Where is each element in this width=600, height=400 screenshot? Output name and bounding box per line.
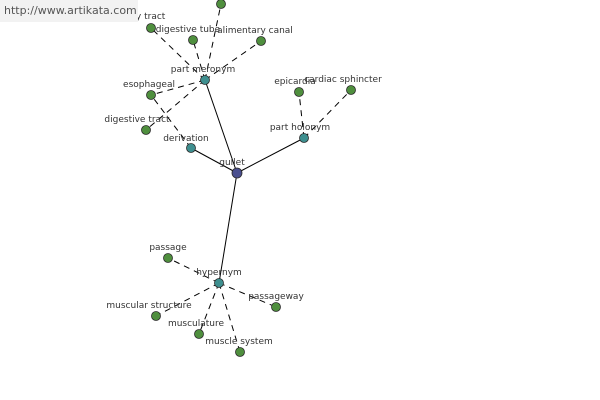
node-muscular-structure[interactable]: muscular structure xyxy=(106,301,192,321)
node-dot-musculature[interactable] xyxy=(194,329,204,339)
node-label-muscular-structure: muscular structure xyxy=(106,301,192,311)
node-passage[interactable]: passage xyxy=(149,243,187,263)
node-passageway[interactable]: passageway xyxy=(248,292,304,312)
edge-hypernym-to-passage xyxy=(167,257,220,284)
edge-gullet-to-part-holonym xyxy=(236,137,305,174)
node-label-passageway: passageway xyxy=(248,292,304,302)
edge-gullet-to-derivation xyxy=(190,147,238,174)
node-dot-esophageal[interactable] xyxy=(146,90,156,100)
site-watermark[interactable]: http://www.artikata.com xyxy=(0,0,138,22)
node-label-muscle-system: muscle system xyxy=(205,337,273,347)
node-dot-epicardia[interactable] xyxy=(294,87,304,97)
node-label-digestive-tube: digestive tube xyxy=(156,25,221,35)
node-derivation[interactable]: derivation xyxy=(163,134,209,153)
node-part-holonym[interactable]: part holonym xyxy=(270,123,330,143)
graph-nodes: gullet part meronym derivation part holonym… xyxy=(104,0,382,357)
node-dot-digestive-tract[interactable] xyxy=(141,125,151,135)
node-part-meronym[interactable]: part meronym xyxy=(171,65,235,85)
node-digestive-tube[interactable]: digestive tube xyxy=(156,25,221,45)
node-cardiac-sphincter[interactable]: cardiac sphincter xyxy=(304,75,382,95)
node-label-epicardia: epicardia xyxy=(274,77,315,87)
node-dot-muscle-system[interactable] xyxy=(235,347,245,357)
node-top-node[interactable] xyxy=(216,0,226,9)
edge-part-holonym-to-epicardia xyxy=(298,91,305,139)
edge-part-meronym-to-top-node xyxy=(204,3,222,81)
node-muscle-system[interactable]: muscle system xyxy=(205,337,273,357)
node-dot-passage[interactable] xyxy=(163,253,173,263)
node-gullet[interactable]: gullet xyxy=(219,158,245,179)
node-dot-alimentary-canal[interactable] xyxy=(256,36,266,46)
graph-edges xyxy=(145,3,352,353)
node-label-alimentary-canal: alimentary canal xyxy=(217,26,293,36)
edge-gullet-to-part-meronym xyxy=(204,79,238,174)
node-label-part-meronym: part meronym xyxy=(171,65,235,75)
node-dot-digestive-tube[interactable] xyxy=(188,35,198,45)
edge-derivation-to-esophageal xyxy=(150,94,192,149)
edge-part-holonym-to-cardiac-sphincter xyxy=(303,89,352,139)
node-dot-passageway[interactable] xyxy=(271,302,281,312)
node-alimentary-tract[interactable]: ary tract xyxy=(127,12,166,33)
node-dot-cardiac-sphincter[interactable] xyxy=(346,85,356,95)
node-label-hypernym: hypernym xyxy=(196,268,242,278)
node-label-esophageal: esophageal xyxy=(123,80,175,90)
node-label-cardiac-sphincter: cardiac sphincter xyxy=(304,75,382,85)
node-dot-hypernym[interactable] xyxy=(214,278,224,288)
node-hypernym[interactable]: hypernym xyxy=(196,268,242,288)
node-dot-part-holonym[interactable] xyxy=(299,133,309,143)
node-label-digestive-tract: digestive tract xyxy=(104,115,170,125)
node-musculature[interactable]: musculature xyxy=(168,319,225,339)
node-dot-derivation[interactable] xyxy=(186,143,196,153)
node-dot-gullet[interactable] xyxy=(231,167,243,179)
node-epicardia[interactable]: epicardia xyxy=(274,77,316,97)
node-label-alimentary-tract: ary tract xyxy=(127,12,166,22)
edge-part-meronym-to-digestive-tube xyxy=(192,39,206,81)
node-esophageal[interactable]: esophageal xyxy=(123,80,175,100)
node-label-part-holonym: part holonym xyxy=(270,123,330,133)
node-digestive-tract[interactable]: digestive tract xyxy=(104,115,170,135)
node-label-derivation: derivation xyxy=(163,134,209,144)
edge-hypernym-to-musculature xyxy=(198,282,220,335)
edge-part-meronym-to-esophageal xyxy=(150,79,206,96)
edge-gullet-to-hypernym xyxy=(218,172,238,284)
node-dot-muscular-structure[interactable] xyxy=(151,311,161,321)
node-alimentary-canal[interactable]: alimentary canal xyxy=(217,26,293,46)
edge-part-meronym-to-alimentary-canal xyxy=(204,40,262,81)
edge-hypernym-to-muscular-structure xyxy=(155,282,220,317)
edge-part-meronym-to-alimentary-tract xyxy=(150,27,206,81)
edge-part-meronym-to-digestive-tract xyxy=(145,79,206,131)
node-label-gullet: gullet xyxy=(219,158,245,168)
node-dot-alimentary-tract[interactable] xyxy=(146,23,156,33)
node-label-musculature: musculature xyxy=(168,319,225,329)
node-label-passage: passage xyxy=(149,243,187,253)
node-dot-top-node[interactable] xyxy=(216,0,226,9)
node-dot-part-meronym[interactable] xyxy=(200,75,210,85)
edge-hypernym-to-muscle-system xyxy=(218,282,241,353)
